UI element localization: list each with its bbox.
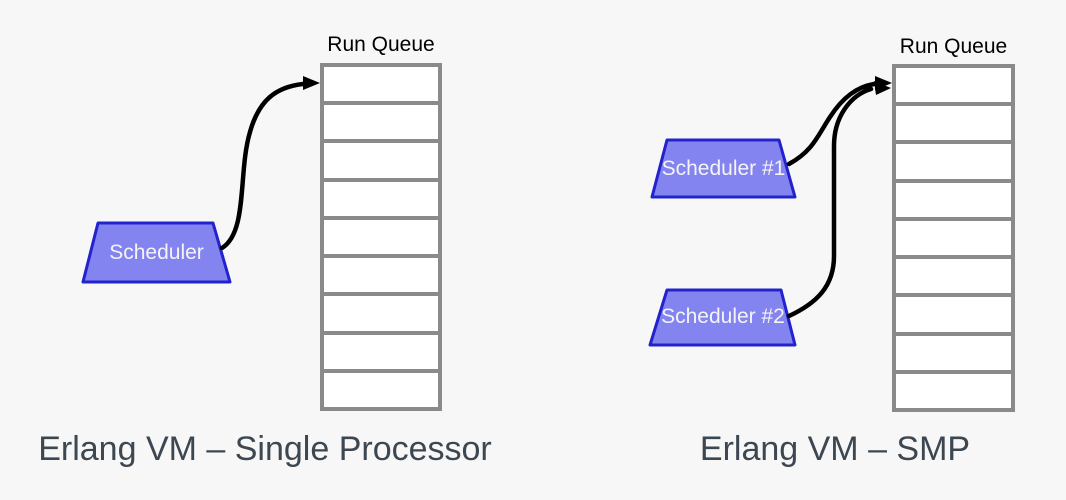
run-queue-cell <box>896 373 1011 408</box>
arrow-scheduler1-to-queue <box>786 81 877 167</box>
run-queue-cell <box>896 259 1011 294</box>
run-queue-cell <box>324 334 438 369</box>
run-queue-cell <box>896 182 1011 217</box>
run-queue-cell <box>324 219 438 255</box>
run-queue-cell <box>324 181 438 216</box>
arrowhead-scheduler-to-queue <box>303 76 320 90</box>
arrow-scheduler2-to-queue <box>786 86 874 319</box>
arrowhead-scheduler2-to-queue <box>874 81 891 95</box>
run-queue <box>892 64 1015 412</box>
run-queue-cell <box>896 68 1011 103</box>
run-queue-cell <box>896 220 1011 256</box>
scheduler-trapezoid <box>81 221 232 284</box>
run-queue-cell <box>324 372 438 407</box>
run-queue-cell <box>324 296 438 331</box>
run-queue-cell <box>896 144 1011 179</box>
run-queue-cell <box>896 106 1011 141</box>
run-queue-cell <box>324 258 438 293</box>
arrow-scheduler-to-queue <box>219 81 306 251</box>
run-queue-cell <box>324 67 438 102</box>
run-queue-cell <box>896 335 1011 370</box>
run-queue-title: Run Queue <box>899 35 1008 58</box>
run-queue <box>320 63 442 411</box>
diagram-caption-single-processor: Erlang VM – Single Processor <box>38 430 492 468</box>
run-queue-cell <box>896 297 1011 332</box>
diagram-caption-smp: Erlang VM – SMP <box>699 430 971 468</box>
run-queue-cell <box>324 143 438 178</box>
run-queue-title: Run Queue <box>327 33 435 56</box>
scheduler2-trapezoid <box>648 288 797 347</box>
scheduler1-trapezoid <box>650 138 797 199</box>
run-queue-cell <box>324 105 438 140</box>
